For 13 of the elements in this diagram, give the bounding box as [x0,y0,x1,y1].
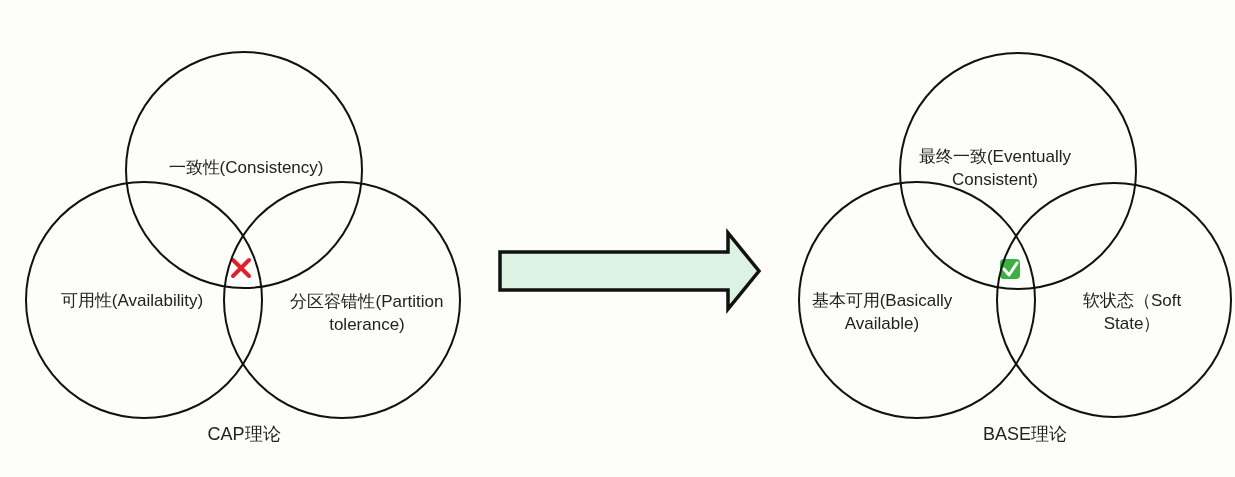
venn-circle [223,181,461,419]
venn-circle [25,181,263,419]
venn-label: 基本可用(Basically Available) [810,290,954,335]
venn-label: 一致性(Consistency) [167,156,325,179]
venn-label: 最终一致(Eventually Consistent) [917,146,1073,191]
venn-label: 分区容错性(Partition tolerance) [289,291,445,336]
block-arrow [498,228,762,314]
venn-label: 可用性(Availability) [59,289,205,312]
venn-circle [125,51,363,289]
venn-circle [899,52,1137,290]
diagram-caption: CAP理论 [207,423,281,446]
diagram-caption: BASE理论 [983,423,1067,446]
venn-label: 软状态（Soft State） [1081,290,1183,335]
